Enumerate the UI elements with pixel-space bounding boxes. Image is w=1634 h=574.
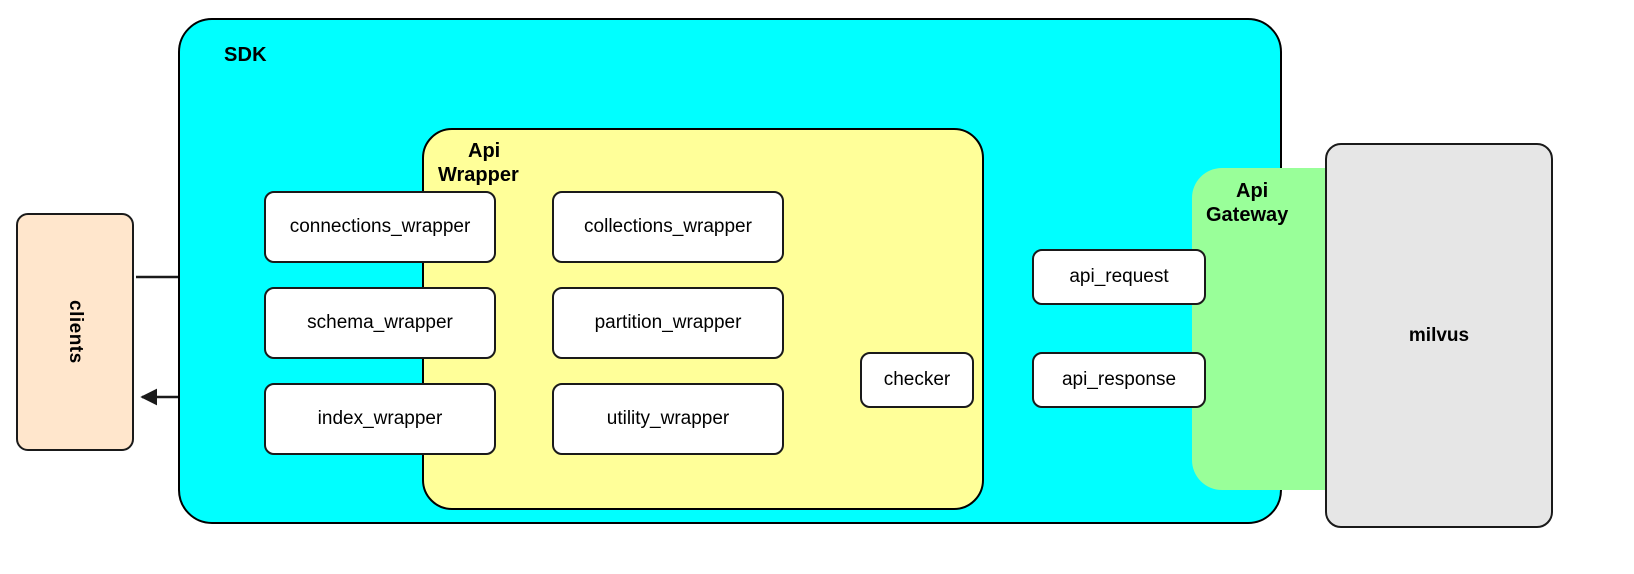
sdk-label: SDK [224, 44, 267, 66]
checker-label: checker [883, 369, 951, 390]
api-gateway-label-line2: Gateway [1206, 203, 1289, 226]
api-response-label: api_response [1061, 369, 1177, 390]
wrapper-item-partition[interactable]: partition_wrapper [552, 287, 784, 359]
wrapper-item-label: partition_wrapper [594, 312, 742, 333]
milvus-box[interactable]: milvus [1325, 143, 1553, 528]
api-wrapper-label-line1: Api [468, 140, 501, 162]
wrapper-item-utility[interactable]: utility_wrapper [552, 383, 784, 455]
wrapper-item-collections[interactable]: collections_wrapper [552, 191, 784, 263]
clients-label: clients [65, 300, 86, 364]
wrapper-item-label: schema_wrapper [307, 312, 453, 333]
wrapper-item-index[interactable]: index_wrapper [264, 383, 496, 455]
wrapper-item-schema[interactable]: schema_wrapper [264, 287, 496, 359]
wrapper-item-label: utility_wrapper [606, 408, 730, 429]
api-wrapper-label-line2: Wrapper [438, 163, 519, 186]
api-wrapper-label: Api Wrapper [438, 140, 618, 187]
api-response-box[interactable]: api_response [1032, 352, 1206, 408]
api-request-box[interactable]: api_request [1032, 249, 1206, 305]
checker-box[interactable]: checker [860, 352, 974, 408]
api-gateway-label-line1: Api [1236, 180, 1269, 202]
wrapper-item-label: index_wrapper [317, 408, 443, 429]
milvus-label: milvus [1408, 324, 1470, 346]
wrapper-item-label: collections_wrapper [584, 216, 752, 237]
api-gateway-label: Api Gateway [1206, 180, 1396, 227]
wrapper-item-connections[interactable]: connections_wrapper [264, 191, 496, 263]
wrapper-item-label: connections_wrapper [289, 216, 471, 237]
api-request-label: api_request [1069, 266, 1169, 287]
clients-box[interactable]: clients [16, 213, 134, 451]
